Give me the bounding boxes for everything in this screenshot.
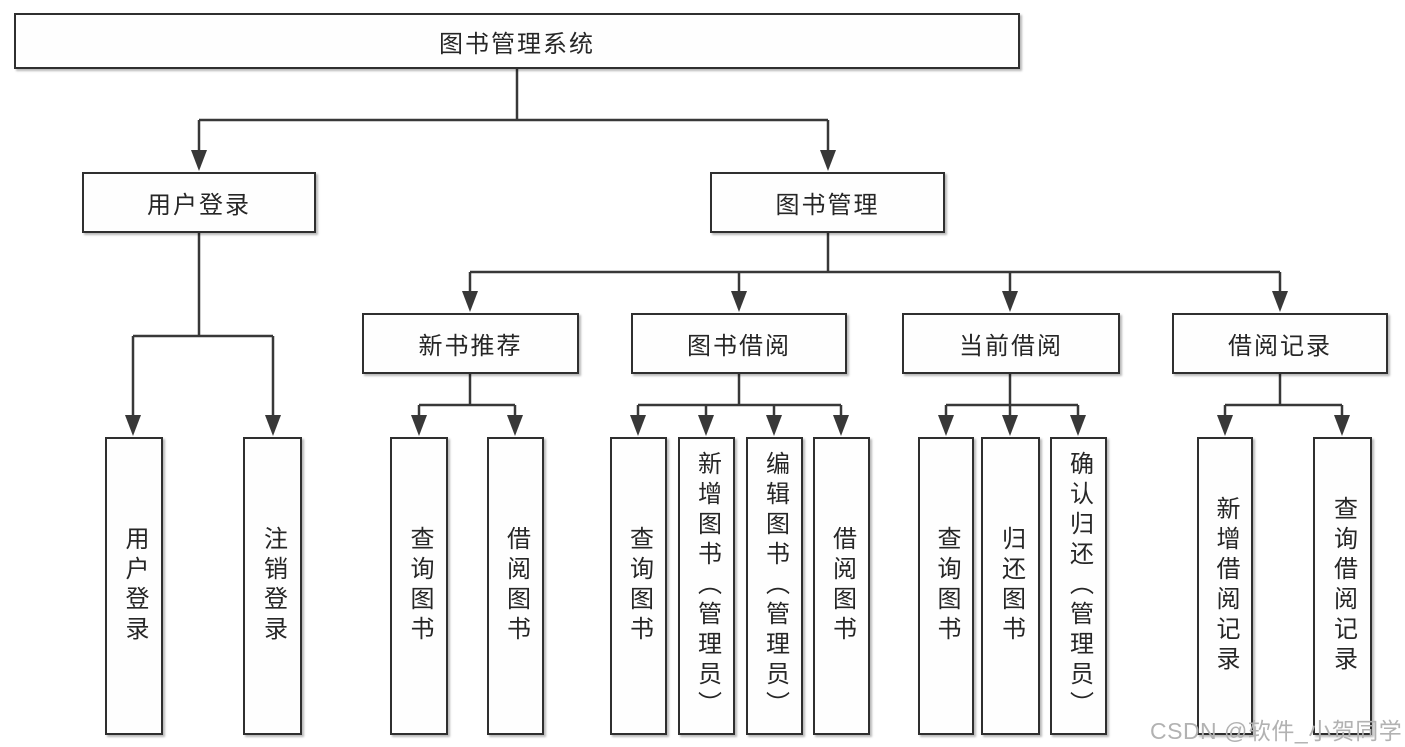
node-cb-query-books: 查询图书: [918, 437, 974, 735]
arrowhead-icon: [1334, 415, 1350, 436]
node-cb-return-books: 归还图书: [981, 437, 1040, 735]
node-br-add-record: 新增借阅记录: [1197, 437, 1253, 735]
arrowhead-icon: [698, 415, 714, 436]
node-bb-add-books-admin: 新增图书（管理员）: [678, 437, 735, 735]
node-bb-query-books: 查询图书: [610, 437, 667, 735]
node-new-book-recommend: 新书推荐: [362, 313, 579, 374]
arrowhead-icon: [1002, 415, 1018, 436]
node-label: 用户登录: [121, 526, 148, 646]
node-label: 注销登录: [259, 526, 287, 646]
node-nb-query-books: 查询图书: [390, 437, 448, 735]
node-label: 新增图书（管理员）: [693, 451, 721, 721]
arrowhead-icon: [820, 150, 836, 171]
node-current-borrowing: 当前借阅: [902, 313, 1120, 374]
node-bb-edit-books-admin: 编辑图书（管理员）: [746, 437, 803, 735]
arrowhead-icon: [411, 415, 427, 436]
node-user-login: 用户登录: [82, 172, 316, 233]
node-label: 查询图书: [933, 526, 960, 646]
arrowhead-icon: [1070, 415, 1086, 436]
node-book-management: 图书管理: [710, 172, 945, 233]
arrowhead-icon: [630, 415, 646, 436]
arrowhead-icon: [125, 415, 141, 436]
arrowhead-icon: [265, 415, 281, 436]
node-user-login-leaf: 用户登录: [105, 437, 163, 735]
node-label: 借阅图书: [502, 526, 530, 646]
arrowhead-icon: [938, 415, 954, 436]
node-logout-leaf: 注销登录: [243, 437, 302, 735]
arrowhead-icon: [833, 415, 849, 436]
node-borrowing-records: 借阅记录: [1172, 313, 1388, 374]
node-label: 查询图书: [625, 526, 653, 646]
node-label: 确认归还（管理员）: [1065, 451, 1093, 721]
arrowhead-icon: [1002, 291, 1018, 312]
node-book-borrowing: 图书借阅: [631, 313, 847, 374]
arrowhead-icon: [731, 291, 747, 312]
node-label: 新增借阅记录: [1212, 496, 1239, 676]
arrowhead-icon: [507, 415, 523, 436]
arrowhead-icon: [191, 150, 207, 171]
node-label: 查询图书: [406, 526, 433, 646]
node-root: 图书管理系统: [14, 13, 1020, 69]
node-br-query-record: 查询借阅记录: [1313, 437, 1372, 735]
arrowhead-icon: [1272, 291, 1288, 312]
node-bb-borrow-books: 借阅图书: [813, 437, 870, 735]
node-nb-borrow-books: 借阅图书: [487, 437, 544, 735]
arrowhead-icon: [1217, 415, 1233, 436]
watermark: CSDN @软件_小贺同学: [1150, 718, 1403, 744]
node-label: 归还图书: [997, 526, 1025, 646]
node-cb-confirm-return-admin: 确认归还（管理员）: [1050, 437, 1107, 735]
node-label: 编辑图书（管理员）: [761, 451, 789, 721]
arrowhead-icon: [766, 415, 782, 436]
node-label: 查询借阅记录: [1329, 496, 1357, 676]
node-label: 借阅图书: [828, 526, 856, 646]
arrowhead-icon: [462, 291, 478, 312]
